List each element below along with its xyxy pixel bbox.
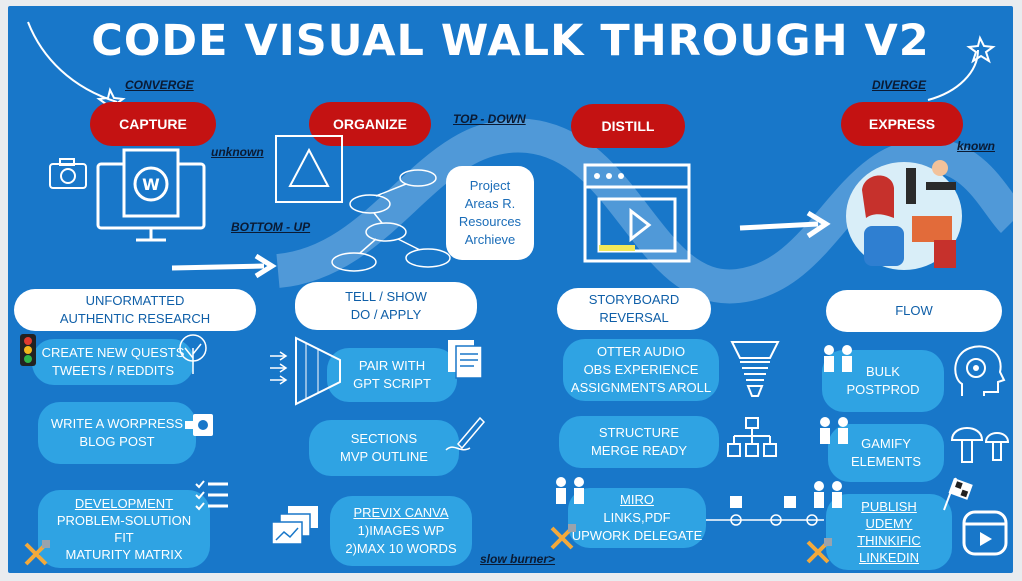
- converge-star-icon: [27, 21, 126, 108]
- creator-illustration-icon: [846, 160, 962, 270]
- hierarchy-icon: [727, 417, 777, 457]
- people-icon: [556, 477, 584, 504]
- diagram-canvas: CODE VISUAL WALK THROUGH V2 CONVERGE DIV…: [8, 6, 1013, 573]
- capture-item-development: DEVELOPMENT PROBLEM-SOLUTION FIT MATURIT…: [38, 490, 210, 568]
- mind-map-icon: [331, 169, 451, 272]
- distill-item-miro: MIRO LINKS,PDF UPWORK DELEGATE: [568, 488, 706, 548]
- brain-head-icon: [954, 345, 1006, 396]
- people-icon-4: [814, 481, 842, 508]
- phase-organize: ORGANIZE: [309, 102, 431, 146]
- top-down-label: TOP - DOWN: [453, 112, 526, 126]
- mushrooms-icon: [950, 427, 1010, 463]
- unknown-label: unknown: [211, 145, 264, 159]
- converge-label: CONVERGE: [125, 78, 194, 92]
- organize-item-gpt: PAIR WITH GPT SCRIPT: [327, 348, 457, 402]
- page-title: CODE VISUAL WALK THROUGH V2: [91, 16, 930, 66]
- para-resources: Resources: [458, 214, 522, 229]
- video-reel-icon: [962, 510, 1008, 556]
- capture-header: UNFORMATTED AUTHENTIC RESEARCH: [14, 289, 256, 331]
- camera-icon: [49, 158, 87, 189]
- stamp-icon: [185, 414, 213, 436]
- video-player-icon: [583, 163, 691, 263]
- capture-item-blog: WRITE A WORPRESS BLOG POST: [38, 402, 196, 464]
- wave-band: [275, 118, 1013, 304]
- people-icon-3: [820, 417, 848, 444]
- arrow-right-icon: [171, 254, 277, 279]
- organize-header: TELL / SHOW DO / APPLY: [295, 282, 477, 330]
- bottom-up-label: BOTTOM - UP: [231, 220, 311, 234]
- express-item-publish: PUBLISH UDEMY THINKIFIC LINKEDIN: [826, 494, 952, 570]
- distill-item-otter: OTTER AUDIO OBS EXPERIENCE ASSIGNMENTS A…: [563, 339, 719, 401]
- organize-item-sections: SECTIONS MVP OUTLINE: [309, 420, 459, 476]
- image-stack-icon: [271, 506, 318, 545]
- checklist-icon: [195, 480, 228, 511]
- diverge-star-icon: [927, 35, 996, 101]
- pen-scribble-icon: [445, 416, 486, 451]
- diverge-label: DIVERGE: [872, 78, 927, 92]
- distill-header: STORYBOARD REVERSAL: [557, 288, 711, 330]
- phase-distill: DISTILL: [571, 104, 685, 148]
- para-card: Project Areas R. Resources Archieve: [446, 166, 534, 260]
- documents-icon: [448, 340, 483, 379]
- triangle-frame-icon: [275, 135, 343, 203]
- phase-express: EXPRESS: [841, 102, 963, 146]
- slow-burner-label: slow burner>: [480, 552, 556, 566]
- capture-item-quests: CREATE NEW QUESTS TWEETS / REDDITS: [32, 339, 194, 385]
- distill-item-structure: STRUCTURE MERGE READY: [559, 416, 719, 468]
- known-label: known: [957, 139, 995, 153]
- svg-text:W: W: [142, 175, 160, 194]
- funnel-icon: [270, 336, 341, 406]
- filter-funnel-icon: [730, 341, 780, 397]
- web-book-monitor-icon: W: [96, 148, 206, 242]
- finish-flag-icon: [943, 477, 973, 511]
- express-item-bulk: BULK POSTPROD: [822, 350, 944, 412]
- para-project: Project: [469, 178, 511, 193]
- tools-icon-2: [550, 524, 576, 550]
- timeline-icon: [706, 496, 824, 526]
- organize-item-previx: PREVIX CANVA 1)IMAGES WP 2)MAX 10 WORDS: [330, 496, 472, 566]
- phase-capture: CAPTURE: [90, 102, 216, 146]
- tools-icon: [24, 540, 50, 566]
- traffic-light-icon: [20, 334, 36, 366]
- para-archive: Archieve: [464, 232, 516, 247]
- arrow-right-icon-2: [739, 210, 831, 239]
- tools-icon-3: [806, 538, 832, 564]
- express-header: FLOW: [826, 290, 1002, 332]
- tree-icon: [179, 334, 207, 374]
- people-icon-2: [824, 345, 852, 372]
- para-areas: Areas R.: [464, 196, 516, 211]
